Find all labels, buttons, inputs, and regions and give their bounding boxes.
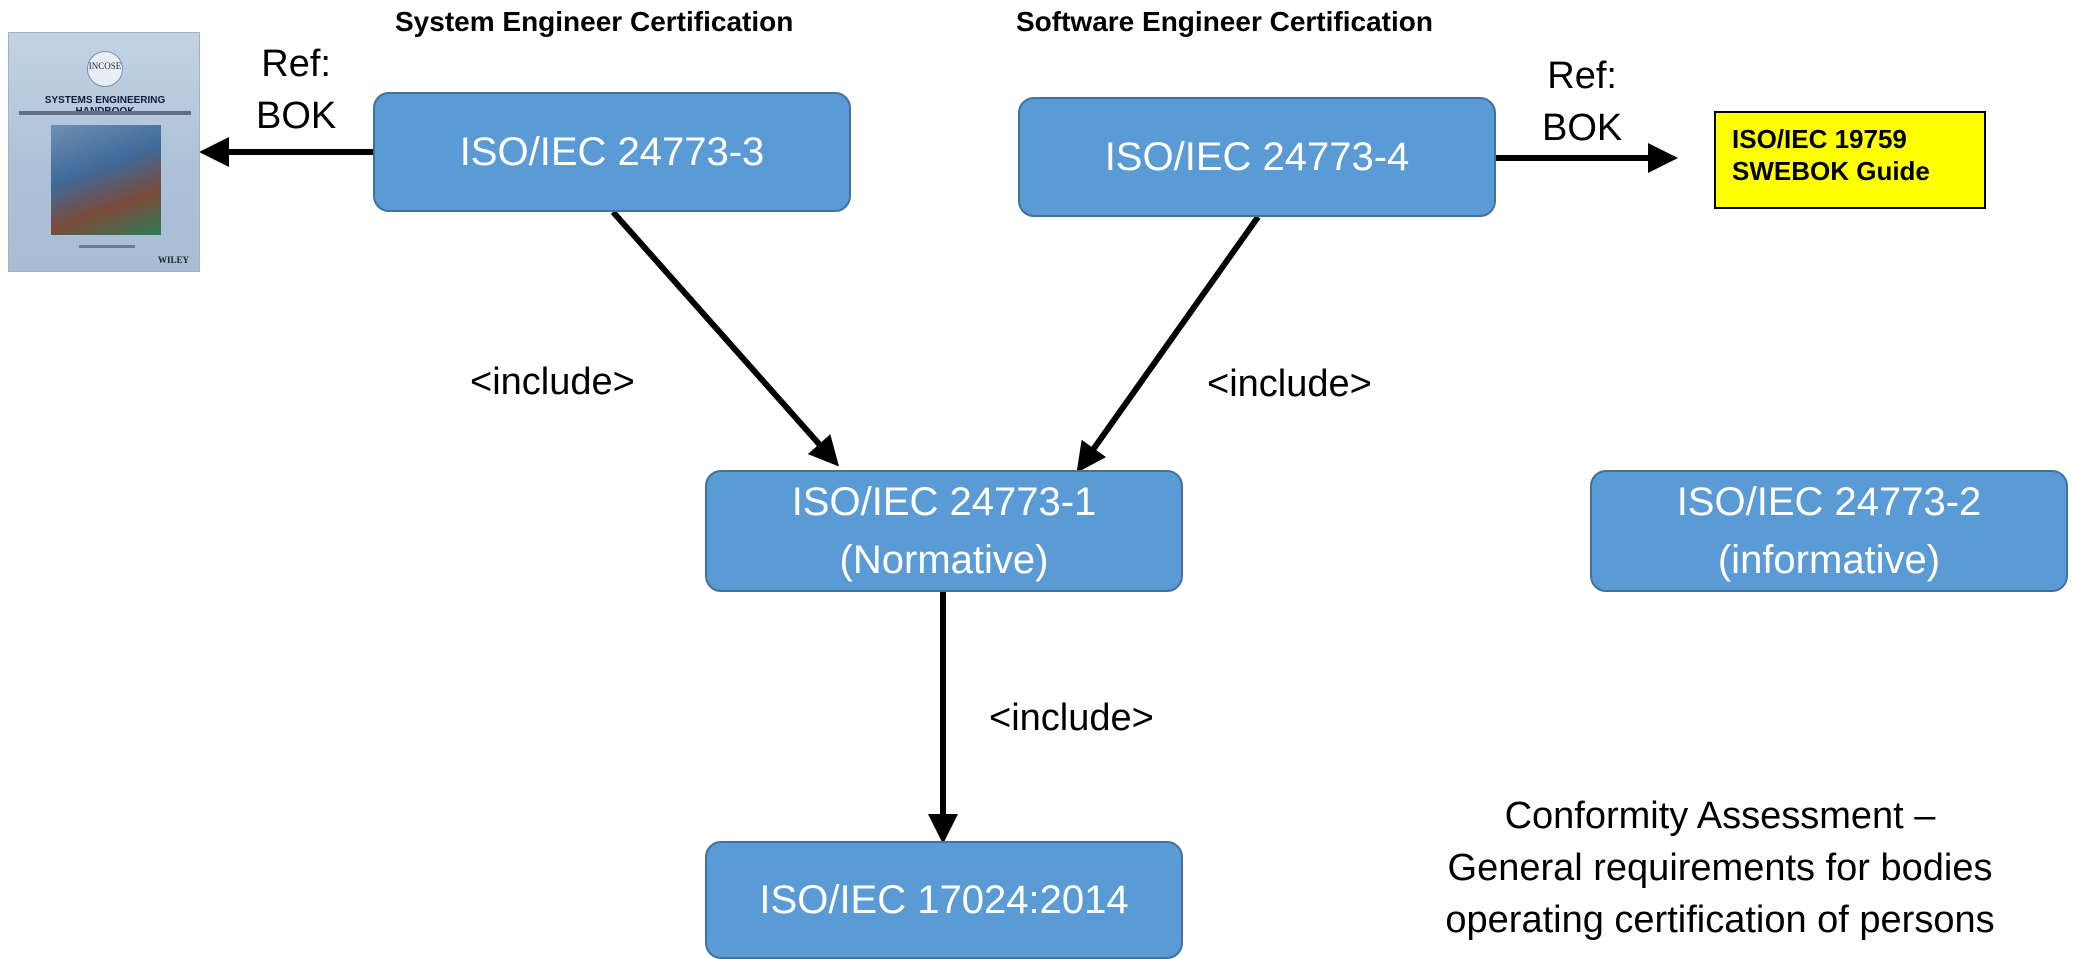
- ref-bok-right: Ref: BOK: [1542, 50, 1622, 154]
- node-subtitle: (Normative): [839, 538, 1049, 582]
- node-iso-17024: ISO/IEC 17024:2014: [705, 841, 1183, 959]
- bok-label: BOK: [1542, 107, 1623, 149]
- incose-logo: [87, 51, 123, 87]
- node-title: ISO/IEC 17024:2014: [759, 878, 1129, 922]
- node-iso-24773-2: ISO/IEC 24773-2 (informative): [1590, 470, 2068, 592]
- include-arrow-left: [610, 210, 839, 467]
- swebok-guide-box: ISO/IEC 19759 SWEBOK Guide: [1714, 111, 1986, 209]
- book-subtitle-bar: [19, 111, 191, 115]
- node-title: ISO/IEC 24773-4: [1104, 135, 1410, 179]
- note-line-2: General requirements for bodies: [1447, 847, 1993, 889]
- ref-bok-left: Ref: BOK: [256, 38, 336, 142]
- book-cover-illustration: [51, 125, 161, 235]
- book-edition-bar: [79, 245, 135, 248]
- system-engineer-heading: System Engineer Certification: [395, 6, 794, 37]
- include-label-right: <include>: [1207, 363, 1372, 405]
- systems-engineering-handbook-cover: INCOSE SYSTEMS ENGINEERING HANDBOOK WILE…: [8, 32, 200, 272]
- node-title: ISO/IEC 24773-2: [1676, 480, 1982, 524]
- bok-label: BOK: [256, 95, 337, 137]
- include-arrow-right: [1076, 215, 1261, 473]
- node-title: ISO/IEC 24773-1: [791, 480, 1097, 524]
- node-iso-24773-4: ISO/IEC 24773-4: [1018, 97, 1496, 217]
- ref-label: Ref:: [261, 43, 331, 85]
- include-label-left: <include>: [470, 361, 635, 403]
- include-label-bottom: <include>: [989, 697, 1154, 739]
- incose-logo-text: INCOSE: [88, 61, 122, 71]
- conformity-assessment-note: Conformity Assessment – General requirem…: [1370, 790, 2070, 946]
- note-line-1: Conformity Assessment –: [1504, 795, 1936, 837]
- node-title: ISO/IEC 24773-3: [459, 130, 765, 174]
- swebok-line-2: SWEBOK Guide: [1732, 156, 1930, 186]
- ref-label: Ref:: [1547, 55, 1617, 97]
- swebok-line-1: ISO/IEC 19759: [1732, 124, 1907, 154]
- note-line-3: operating certification of persons: [1445, 899, 1995, 941]
- node-iso-24773-3: ISO/IEC 24773-3: [373, 92, 851, 212]
- node-iso-24773-1: ISO/IEC 24773-1 (Normative): [705, 470, 1183, 592]
- software-engineer-heading: Software Engineer Certification: [1016, 6, 1433, 37]
- book-publisher: WILEY: [157, 255, 189, 265]
- node-subtitle: (informative): [1717, 538, 1941, 582]
